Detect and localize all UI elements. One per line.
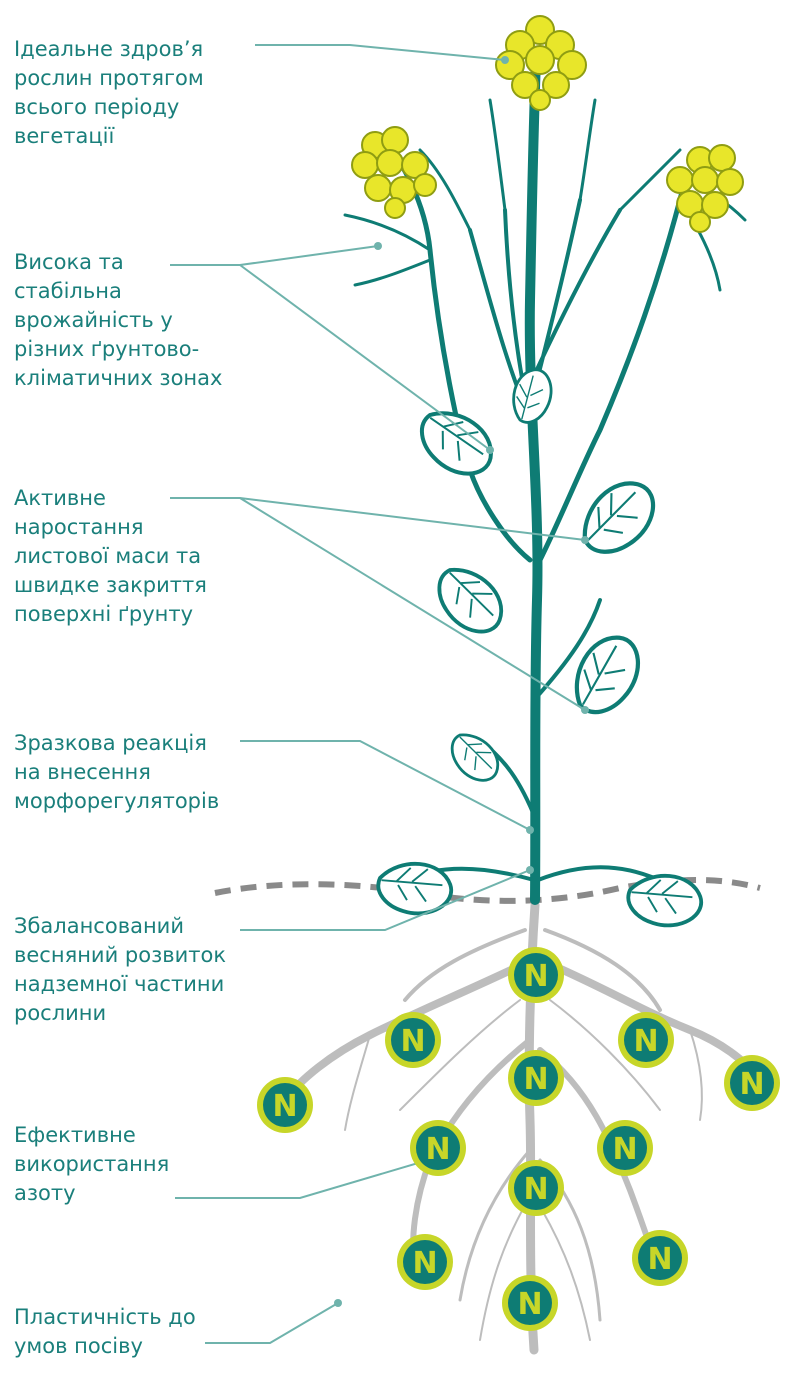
nitrogen-badge-letter: N <box>272 1089 297 1124</box>
nitrogen-badge: N <box>632 1230 688 1286</box>
nitrogen-badge-letter: N <box>517 1287 542 1322</box>
flower-cluster-top <box>496 16 586 110</box>
nitrogen-badge: N <box>397 1234 453 1290</box>
nitrogen-badge: N <box>502 1275 558 1331</box>
nitrogen-badge: N <box>385 1012 441 1068</box>
nitrogen-badge: N <box>508 947 564 1003</box>
nitrogen-badge-letter: N <box>647 1242 672 1277</box>
nitrogen-badge: N <box>410 1120 466 1176</box>
leader-lines <box>170 45 585 1343</box>
nitrogen-badge-letter: N <box>400 1024 425 1059</box>
nitrogen-badge-letter: N <box>612 1132 637 1167</box>
nitrogen-badge-letter: N <box>633 1024 658 1059</box>
nitrogen-badge: N <box>724 1055 780 1111</box>
nitrogen-badge-letter: N <box>425 1132 450 1167</box>
nitrogen-badge: N <box>597 1120 653 1176</box>
nitrogen-badge-letter: N <box>412 1246 437 1281</box>
nitrogen-badge: N <box>508 1050 564 1106</box>
nitrogen-badge-letter: N <box>523 1172 548 1207</box>
nitrogen-badges: N N N N N N N N N N N N <box>257 947 780 1331</box>
flower-cluster-right <box>667 145 743 232</box>
nitrogen-badge: N <box>257 1077 313 1133</box>
nitrogen-badge: N <box>618 1012 674 1068</box>
nitrogen-badge-letter: N <box>523 959 548 994</box>
nitrogen-badge-letter: N <box>523 1062 548 1097</box>
nitrogen-badge-letter: N <box>739 1067 764 1102</box>
flower-cluster-left <box>352 127 436 218</box>
nitrogen-badge: N <box>508 1160 564 1216</box>
